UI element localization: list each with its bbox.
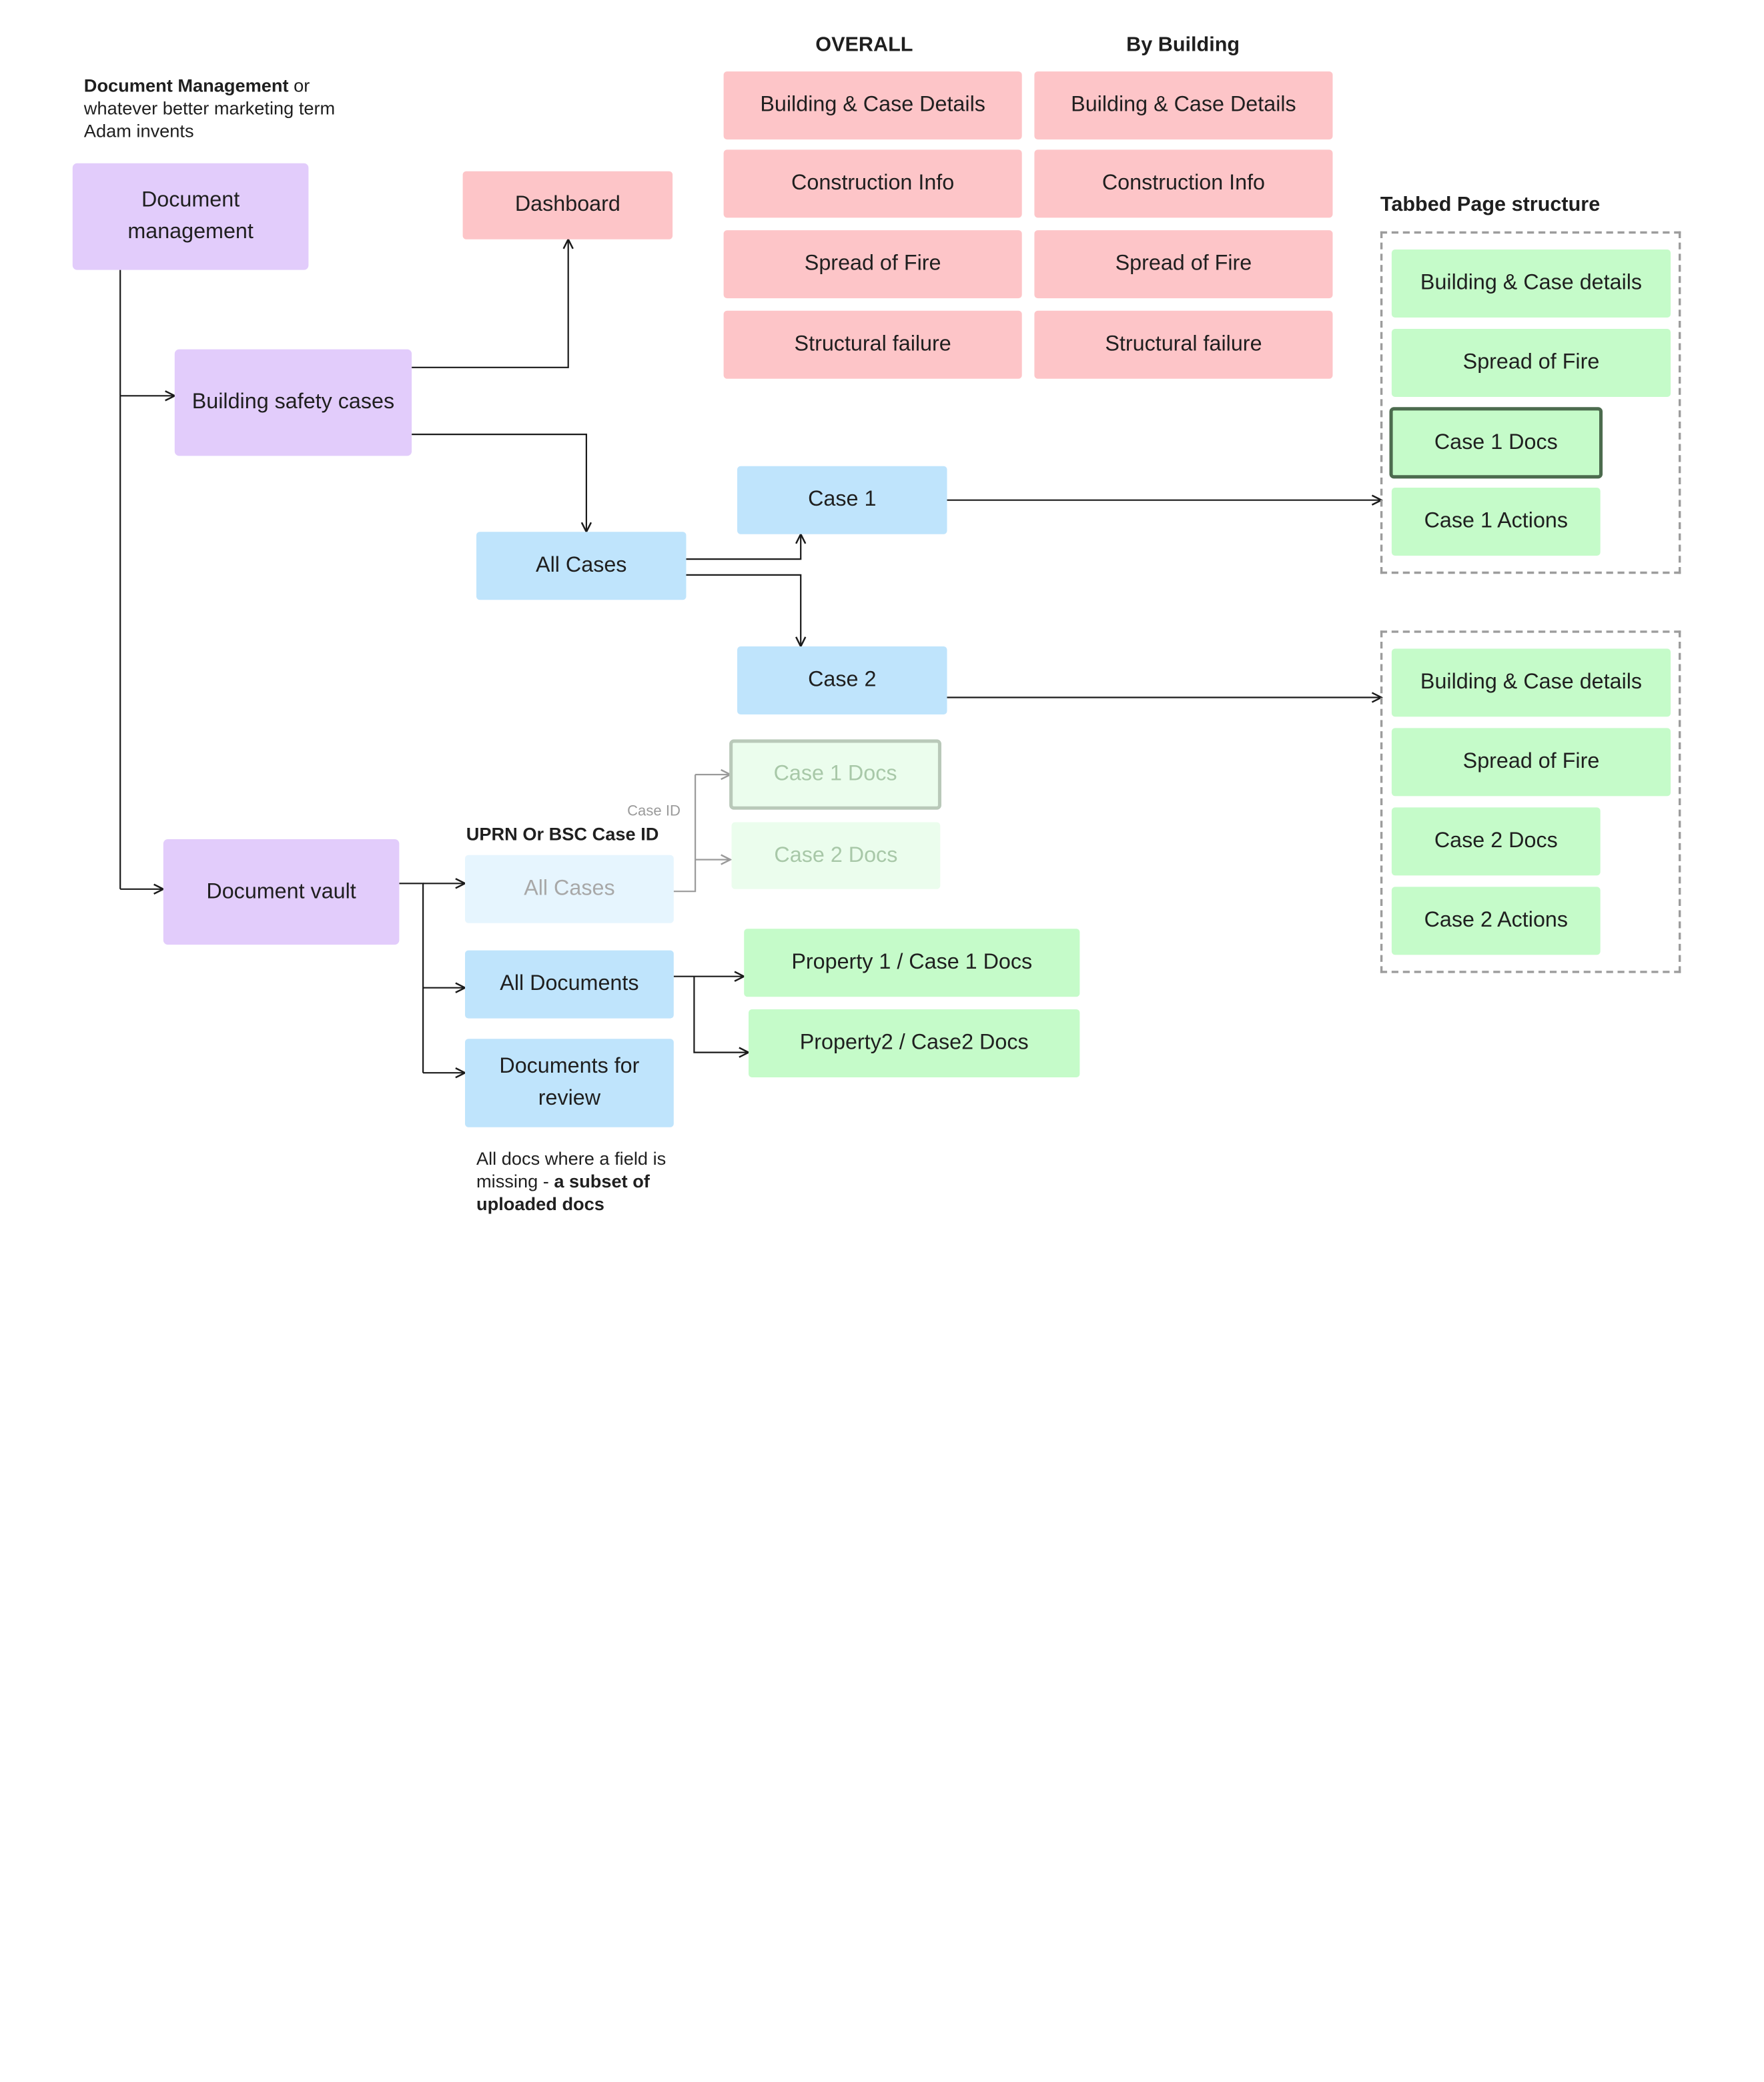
by-building-item[interactable]: Structural failure: [1034, 310, 1333, 379]
node-label: Documents for review: [499, 1055, 640, 1111]
case1-tab[interactable]: Building & Case details: [1391, 249, 1671, 318]
node-label: All Documents: [500, 971, 639, 996]
tab-label: Case 1 Docs: [1434, 430, 1558, 454]
wire-to-case1: [686, 534, 801, 560]
node-label: Case 1: [808, 488, 877, 512]
node-label: Property 1 / Case 1 Docs: [791, 950, 1033, 975]
uprn-label: UPRN Or BSC Case ID: [466, 825, 659, 845]
node-property1[interactable]: Property 1 / Case 1 Docs: [744, 929, 1080, 997]
node-label: Case 1 Docs: [773, 762, 897, 787]
by-building-item[interactable]: Construction Info: [1034, 149, 1333, 218]
doc-management-note: Document Management or whatever better m…: [84, 76, 356, 144]
tab-label: Building & Case details: [1420, 271, 1643, 295]
overall-item[interactable]: Structural failure: [723, 310, 1022, 379]
overall-item[interactable]: Spread of Fire: [723, 230, 1022, 299]
wire-to-all-cases: [412, 433, 586, 532]
by-building-item[interactable]: Building & Case Details: [1034, 71, 1333, 140]
overall-item-label: Spread of Fire: [804, 251, 941, 276]
node-label: All Cases: [524, 877, 615, 901]
note-rest-text: or whatever better marketing term Adam i…: [83, 77, 336, 142]
vault-case1-docs[interactable]: Case 1 Docs: [729, 739, 941, 810]
node-label: Building safety cases: [191, 390, 395, 414]
node-label: Dashboard: [514, 193, 620, 217]
case1-tab[interactable]: Spread of Fire: [1391, 329, 1671, 397]
case2-tab[interactable]: Case 2 Docs: [1391, 807, 1601, 876]
wire-to-case2: [686, 574, 801, 646]
header-tabbed-page: Tabbed Page structure: [1380, 193, 1601, 215]
by-building-item-label: Construction Info: [1101, 171, 1266, 195]
vault-case2-docs[interactable]: Case 2 Docs: [731, 822, 941, 889]
header-by-building: By Building: [1126, 33, 1240, 56]
tab-label: Building & Case details: [1420, 670, 1643, 694]
overall-item[interactable]: Building & Case Details: [723, 71, 1022, 140]
overall-item[interactable]: Construction Info: [723, 149, 1022, 218]
overall-item-label: Structural failure: [794, 332, 951, 356]
wire-faded-vault: [673, 774, 697, 893]
tab-label: Spread of Fire: [1462, 350, 1600, 374]
wire-to-dashboard: [412, 239, 568, 368]
note-plain-text: All docs where a field is missing -: [476, 1149, 667, 1192]
node-document-vault[interactable]: Document vault: [163, 839, 400, 945]
tab-label: Case 1 Actions: [1424, 509, 1569, 533]
node-all-cases[interactable]: All Cases: [476, 532, 687, 600]
wire-vault-trunk: [399, 883, 424, 1073]
by-building-item-label: Spread of Fire: [1115, 251, 1252, 276]
docs-review-note: All docs where a field is missing - a su…: [476, 1149, 703, 1217]
node-all-documents[interactable]: All Documents: [465, 950, 674, 1019]
overall-item-label: Construction Info: [791, 171, 955, 195]
node-label: Case 2 Docs: [774, 843, 898, 867]
node-dashboard[interactable]: Dashboard: [462, 171, 673, 239]
node-building-safety-cases[interactable]: Building safety cases: [174, 349, 412, 456]
node-label: Property2 / Case2 Docs: [799, 1031, 1029, 1055]
node-label: Case 2: [808, 668, 877, 692]
node-case2[interactable]: Case 2: [737, 646, 947, 714]
case1-tab[interactable]: Case 1 Actions: [1391, 488, 1601, 556]
case2-tab[interactable]: Spread of Fire: [1391, 728, 1671, 797]
overall-item-label: Building & Case Details: [760, 93, 985, 117]
by-building-item-label: Building & Case Details: [1071, 93, 1296, 117]
case2-tab[interactable]: Building & Case details: [1391, 648, 1671, 717]
case1-tab-docs[interactable]: Case 1 Docs: [1389, 407, 1603, 479]
node-label: Document management: [127, 188, 254, 244]
node-document-management[interactable]: Document management: [72, 163, 309, 270]
by-building-item[interactable]: Spread of Fire: [1034, 230, 1333, 299]
header-overall: OVERALL: [815, 33, 913, 56]
wire-to-property2: [693, 976, 749, 1053]
node-documents-for-review[interactable]: Documents for review: [465, 1039, 674, 1127]
node-case1[interactable]: Case 1: [737, 466, 947, 534]
by-building-item-label: Structural failure: [1105, 332, 1262, 356]
case2-tab[interactable]: Case 2 Actions: [1391, 887, 1601, 955]
node-label: All Cases: [536, 553, 627, 578]
case-id-label: Case ID: [627, 801, 681, 819]
tab-label: Spread of Fire: [1462, 749, 1600, 774]
note-bold-text: a subset of uploaded docs: [476, 1172, 650, 1215]
note-bold-text: Document Management: [83, 77, 289, 97]
case1-tab-group: [1380, 231, 1681, 574]
vault-all-cases[interactable]: All Cases: [465, 855, 674, 923]
connector-lines: [119, 0, 1764, 1225]
tab-label: Case 2 Actions: [1424, 908, 1569, 933]
node-property2[interactable]: Property2 / Case2 Docs: [749, 1009, 1080, 1077]
node-label: Document vault: [206, 879, 356, 904]
tab-label: Case 2 Docs: [1434, 829, 1558, 853]
case2-tab-group: [1380, 630, 1681, 973]
